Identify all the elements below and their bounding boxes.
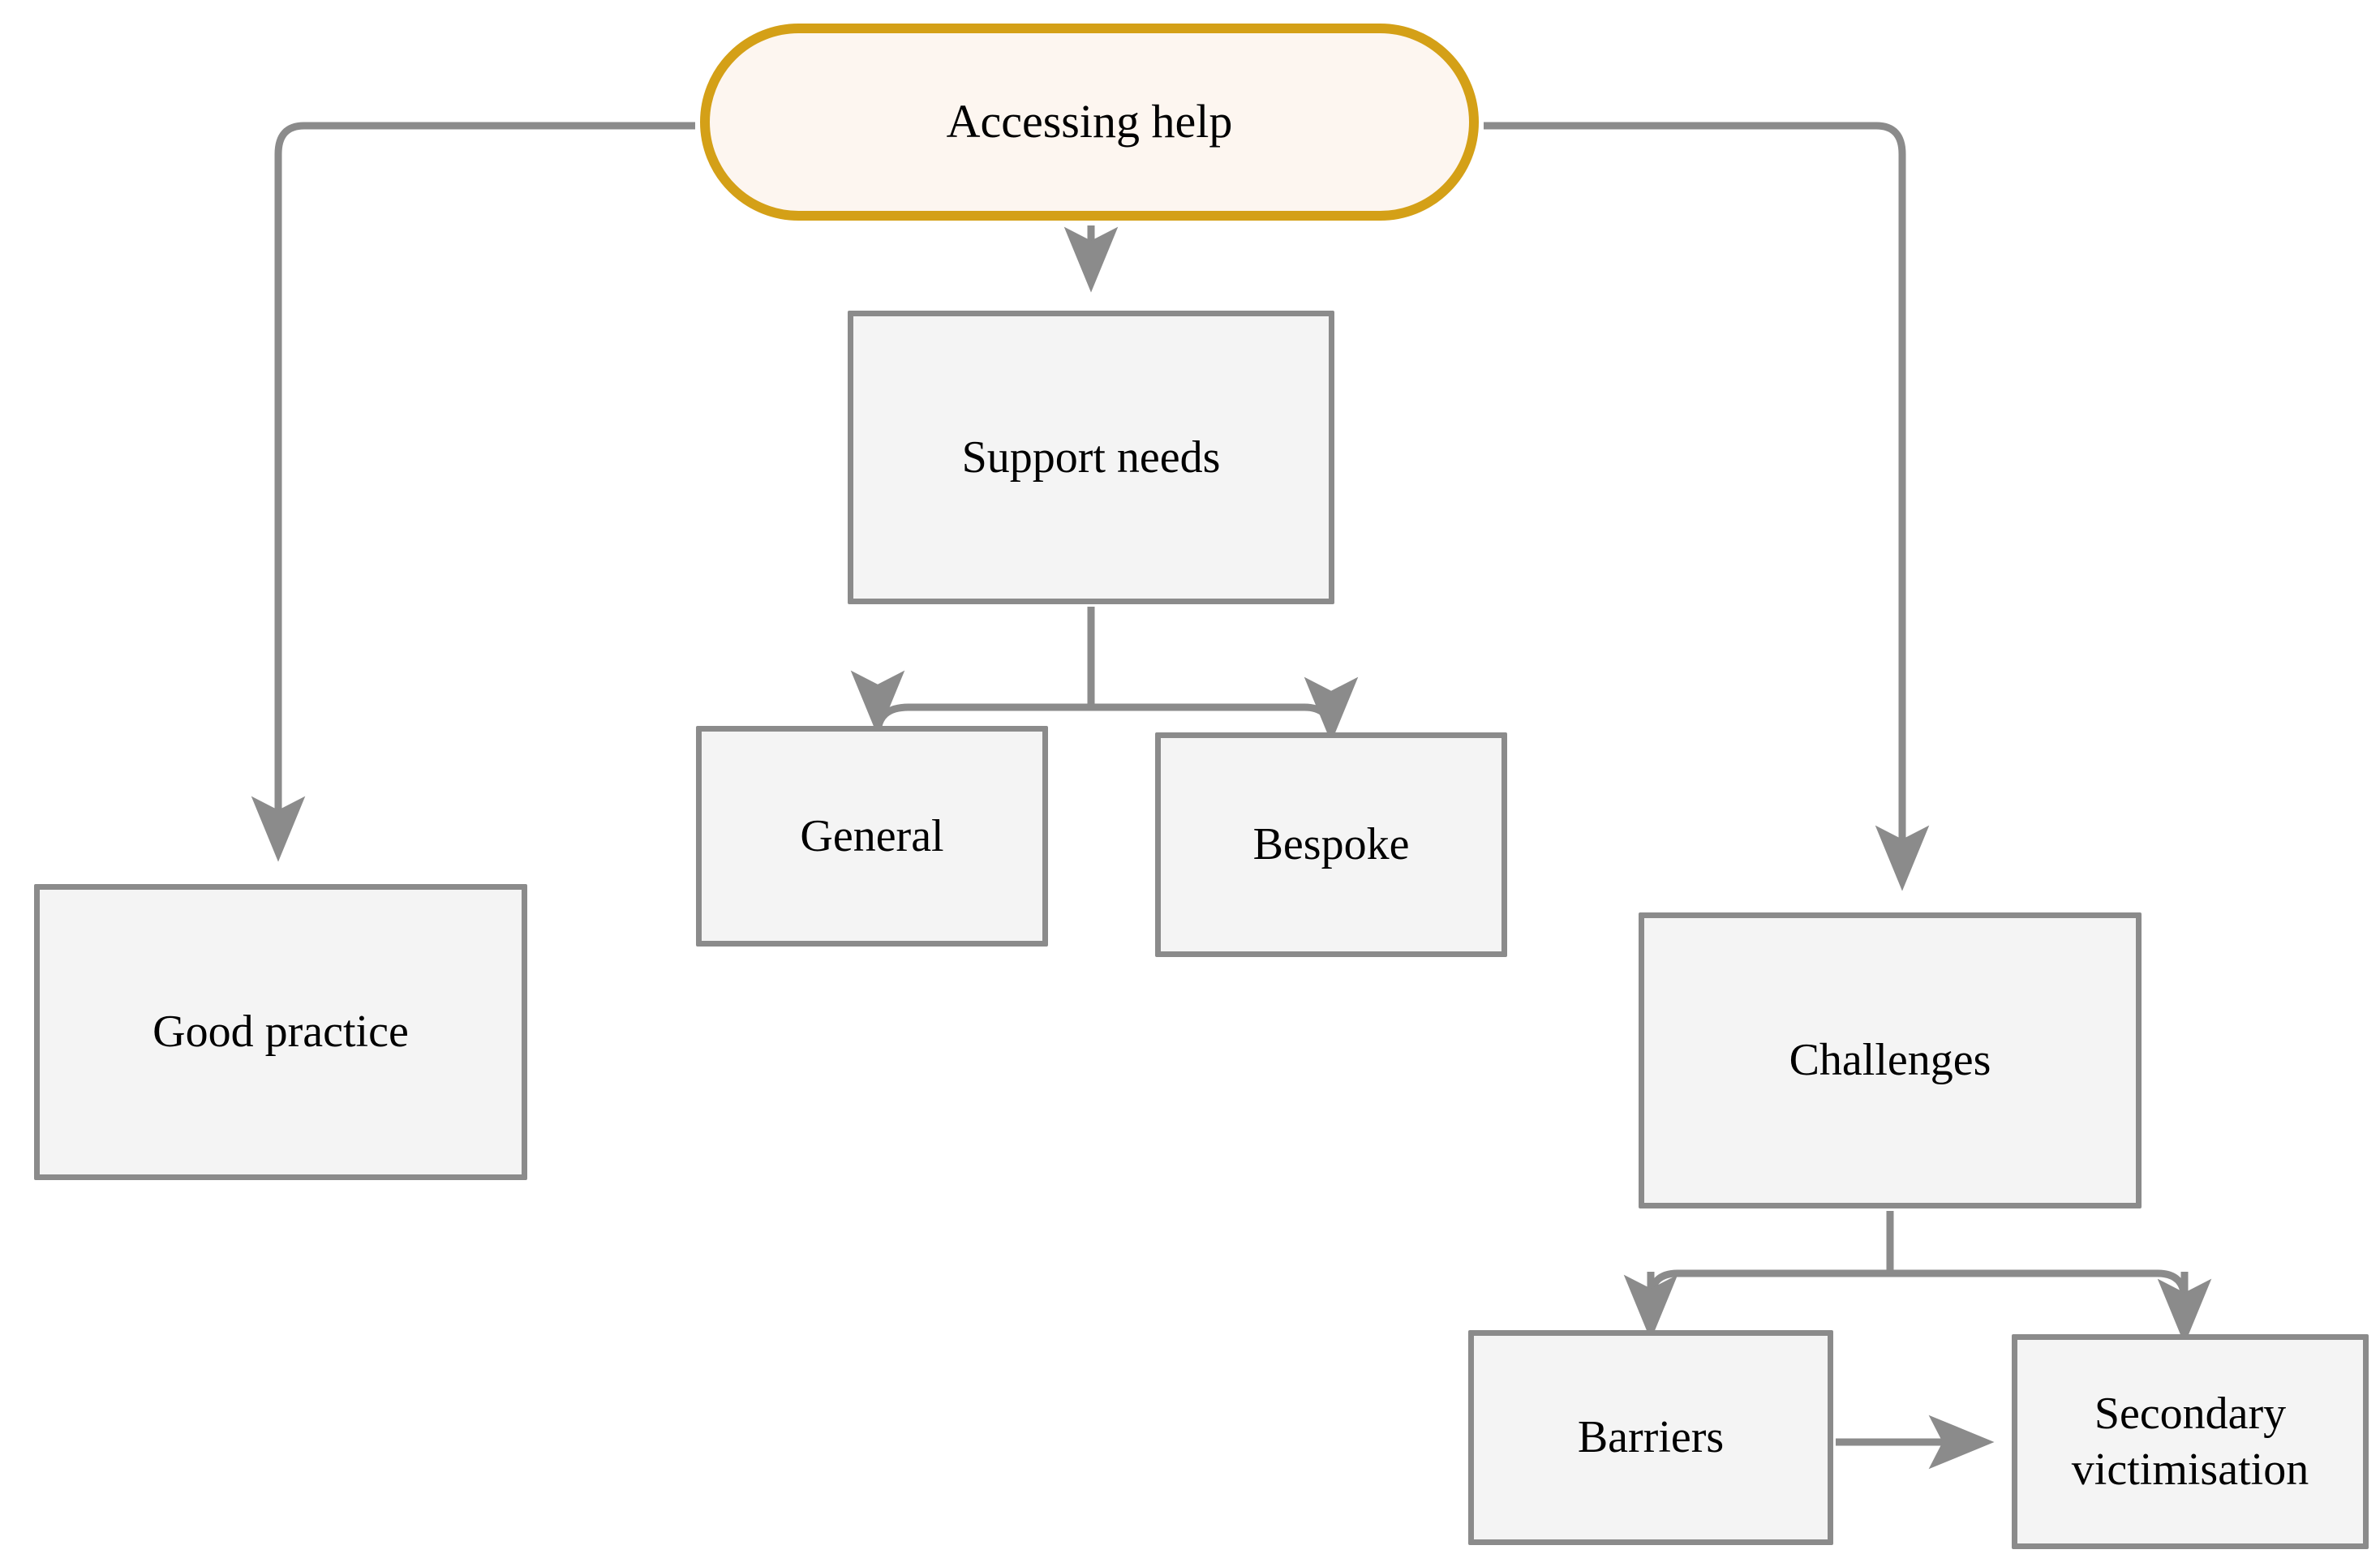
node-challenges[interactable]: Challenges — [1639, 912, 2142, 1208]
edge-challenges-to-barriers — [1647, 1269, 1890, 1301]
node-barriers[interactable]: Barriers — [1468, 1330, 1833, 1545]
node-label-challenges: Challenges — [1789, 1035, 1991, 1086]
edge-support-needs-to-bespoke — [1091, 703, 1335, 735]
node-label-support-needs: Support needs — [961, 431, 1221, 483]
node-accessing-help[interactable]: Accessing help — [700, 24, 1479, 221]
node-general[interactable]: General — [696, 726, 1048, 947]
node-label-general: General — [800, 810, 944, 861]
node-good-practice[interactable]: Good practice — [34, 884, 527, 1180]
node-label-good-practice: Good practice — [153, 1007, 409, 1058]
edge-challenges-to-secondary — [1890, 1269, 2189, 1301]
node-label-accessing-help: Accessing help — [946, 95, 1233, 148]
edge-root-to-good-practice — [251, 122, 695, 862]
node-label-barriers: Barriers — [1577, 1412, 1725, 1463]
edge-root-to-challenges — [1484, 122, 1930, 891]
node-bespoke[interactable]: Bespoke — [1155, 732, 1507, 957]
node-secondary-victimisation[interactable]: Secondary victimisation — [2012, 1334, 2369, 1549]
node-support-needs[interactable]: Support needs — [848, 311, 1334, 604]
node-label-bespoke: Bespoke — [1252, 819, 1410, 870]
node-label-secondary-victimisation: Secondary victimisation — [2071, 1389, 2309, 1495]
